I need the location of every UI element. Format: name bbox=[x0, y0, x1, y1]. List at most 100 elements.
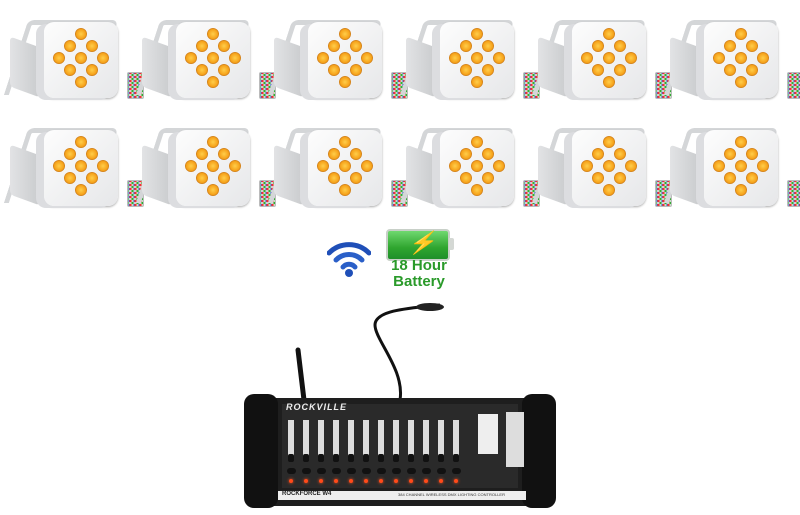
led bbox=[207, 28, 219, 40]
scanner-led bbox=[409, 479, 413, 483]
remote-control bbox=[787, 72, 800, 99]
fader-knob[interactable] bbox=[318, 454, 324, 462]
model-name: ROCKFORCE W4 bbox=[282, 491, 332, 497]
led bbox=[350, 148, 362, 160]
led bbox=[735, 160, 747, 172]
scanner-button[interactable] bbox=[347, 468, 356, 474]
led bbox=[603, 136, 615, 148]
remote-control bbox=[391, 180, 408, 207]
channel-fader[interactable] bbox=[288, 420, 294, 460]
led bbox=[86, 64, 98, 76]
fader-knob[interactable] bbox=[378, 454, 384, 462]
light-body bbox=[440, 130, 514, 206]
scanner-button[interactable] bbox=[302, 468, 311, 474]
fader-knob[interactable] bbox=[348, 454, 354, 462]
par-light bbox=[399, 12, 540, 112]
scanner-button[interactable] bbox=[437, 468, 446, 474]
light-body bbox=[704, 130, 778, 206]
channel-fader[interactable] bbox=[393, 420, 399, 460]
channel-fader[interactable] bbox=[363, 420, 369, 460]
scanner-button[interactable] bbox=[362, 468, 371, 474]
led bbox=[724, 148, 736, 160]
channel-fader[interactable] bbox=[378, 420, 384, 460]
led bbox=[97, 52, 109, 64]
scanner-led bbox=[424, 479, 428, 483]
scanner-button[interactable] bbox=[332, 468, 341, 474]
battery-line2: Battery bbox=[393, 273, 445, 290]
channel-fader[interactable] bbox=[348, 420, 354, 460]
channel-fader[interactable] bbox=[438, 420, 444, 460]
channel-fader[interactable] bbox=[318, 420, 324, 460]
led bbox=[328, 64, 340, 76]
led bbox=[449, 160, 461, 172]
fader-knob[interactable] bbox=[393, 454, 399, 462]
led bbox=[196, 172, 208, 184]
led bbox=[350, 40, 362, 52]
fader-knob[interactable] bbox=[288, 454, 294, 462]
lightning-icon: ⚡ bbox=[406, 230, 441, 255]
fader-knob[interactable] bbox=[303, 454, 309, 462]
scanner-button[interactable] bbox=[287, 468, 296, 474]
par-light bbox=[135, 120, 276, 220]
brand-logo: ROCKVILLE bbox=[286, 402, 348, 412]
led bbox=[614, 40, 626, 52]
fader-knob[interactable] bbox=[423, 454, 429, 462]
channel-fader[interactable] bbox=[333, 420, 339, 460]
led bbox=[361, 52, 373, 64]
led bbox=[724, 64, 736, 76]
battery-tip bbox=[449, 238, 454, 250]
led bbox=[218, 64, 230, 76]
channel-fader[interactable] bbox=[423, 420, 429, 460]
par-light bbox=[3, 12, 144, 112]
led bbox=[735, 76, 747, 88]
scanner-button[interactable] bbox=[452, 468, 461, 474]
scanner-button[interactable] bbox=[407, 468, 416, 474]
light-body bbox=[44, 130, 118, 206]
led bbox=[328, 40, 340, 52]
led bbox=[339, 52, 351, 64]
fader-knob[interactable] bbox=[453, 454, 459, 462]
label-strip bbox=[278, 491, 526, 500]
led bbox=[460, 64, 472, 76]
scanner-button[interactable] bbox=[392, 468, 401, 474]
led bbox=[350, 172, 362, 184]
led bbox=[471, 76, 483, 88]
led bbox=[735, 184, 747, 196]
controller-subtitle: 384 CHANNEL WIRELESS DMX LIGHTING CONTRO… bbox=[398, 492, 505, 497]
scanner-button[interactable] bbox=[377, 468, 386, 474]
led bbox=[724, 40, 736, 52]
fader-knob[interactable] bbox=[408, 454, 414, 462]
scanner-button[interactable] bbox=[422, 468, 431, 474]
led bbox=[592, 40, 604, 52]
channel-fader[interactable] bbox=[303, 420, 309, 460]
led bbox=[64, 64, 76, 76]
fader-knob[interactable] bbox=[363, 454, 369, 462]
led bbox=[196, 64, 208, 76]
led bbox=[185, 52, 197, 64]
scanner-led bbox=[394, 479, 398, 483]
antenna-and-gooseneck bbox=[295, 303, 444, 403]
led bbox=[207, 76, 219, 88]
led bbox=[493, 160, 505, 172]
scanner-led bbox=[304, 479, 308, 483]
led bbox=[207, 136, 219, 148]
led bbox=[614, 172, 626, 184]
led bbox=[482, 148, 494, 160]
scanner-button[interactable] bbox=[317, 468, 326, 474]
wifi-icon bbox=[327, 242, 371, 277]
par-light bbox=[663, 120, 800, 220]
par-light bbox=[267, 12, 408, 112]
yoke bbox=[406, 36, 436, 98]
remote-control bbox=[259, 72, 276, 99]
fader-knob[interactable] bbox=[438, 454, 444, 462]
led bbox=[625, 52, 637, 64]
fader-knob[interactable] bbox=[333, 454, 339, 462]
remote-control bbox=[655, 180, 672, 207]
light-body bbox=[176, 22, 250, 98]
led bbox=[207, 160, 219, 172]
led bbox=[471, 160, 483, 172]
scanner-led bbox=[319, 479, 323, 483]
led bbox=[361, 160, 373, 172]
channel-fader[interactable] bbox=[453, 420, 459, 460]
channel-fader[interactable] bbox=[408, 420, 414, 460]
